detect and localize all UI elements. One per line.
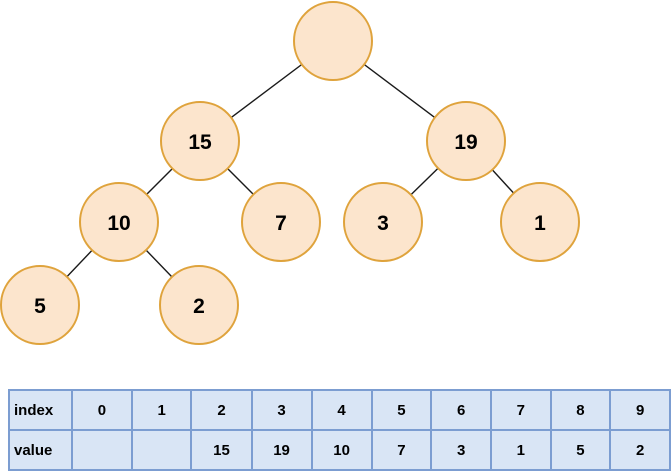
node-label: 1 (534, 212, 546, 235)
node-circle (293, 1, 373, 81)
tree-node-7: 7 (241, 182, 321, 262)
node-circle (159, 265, 239, 345)
tree-diagram: 15 19 10 7 3 1 5 2 (0, 1, 580, 345)
value-cell (71, 429, 133, 471)
value-cell: 10 (310, 429, 373, 471)
node-label: 3 (377, 212, 389, 235)
value-cell: 15 (190, 429, 253, 471)
index-cell: 4 (310, 389, 373, 431)
node-label: 19 (454, 131, 477, 154)
index-cell: 5 (370, 389, 433, 431)
node-circle (241, 182, 321, 262)
index-cell: 0 (71, 389, 133, 431)
node-circle (0, 265, 80, 345)
index-cell: 7 (489, 389, 552, 431)
node-circle (160, 101, 240, 181)
value-cell: 7 (370, 429, 433, 471)
node-label: 15 (188, 131, 212, 154)
value-cell: 1 (489, 429, 552, 471)
value-row: value 15 19 10 7 3 1 5 2 (7, 429, 671, 471)
tree-node-15: 15 (160, 101, 240, 181)
tree-node-19: 19 (426, 101, 506, 181)
value-cell: 3 (430, 429, 492, 471)
tree-node-5: 5 (0, 265, 80, 345)
tree-node-3: 3 (343, 182, 423, 262)
row-header-index: index (7, 389, 74, 431)
tree-node-10: 10 (79, 182, 159, 262)
node-label: 5 (34, 295, 46, 318)
index-cell: 2 (190, 389, 253, 431)
value-cell: 5 (549, 429, 612, 471)
node-circle (426, 101, 506, 181)
tree-node-2: 2 (159, 265, 239, 345)
node-circle (500, 182, 580, 262)
tree-node-1: 1 (500, 182, 580, 262)
value-cell: 19 (250, 429, 313, 471)
value-cell: 2 (609, 429, 671, 471)
node-label: 7 (275, 212, 287, 235)
index-row: index 0 1 2 3 4 5 6 7 8 9 (7, 389, 671, 431)
node-label: 2 (193, 295, 205, 318)
array-representation-table: index 0 1 2 3 4 5 6 7 8 9 value 15 19 10… (7, 389, 671, 471)
row-header-value: value (7, 429, 74, 471)
index-cell: 3 (250, 389, 313, 431)
node-circle (343, 182, 423, 262)
index-cell: 8 (549, 389, 612, 431)
node-circle (79, 182, 159, 262)
index-cell: 9 (609, 389, 671, 431)
index-cell: 6 (430, 389, 492, 431)
node-label: 10 (107, 212, 130, 235)
index-cell: 1 (130, 389, 193, 431)
tree-node-root (293, 1, 373, 81)
value-cell (130, 429, 193, 471)
